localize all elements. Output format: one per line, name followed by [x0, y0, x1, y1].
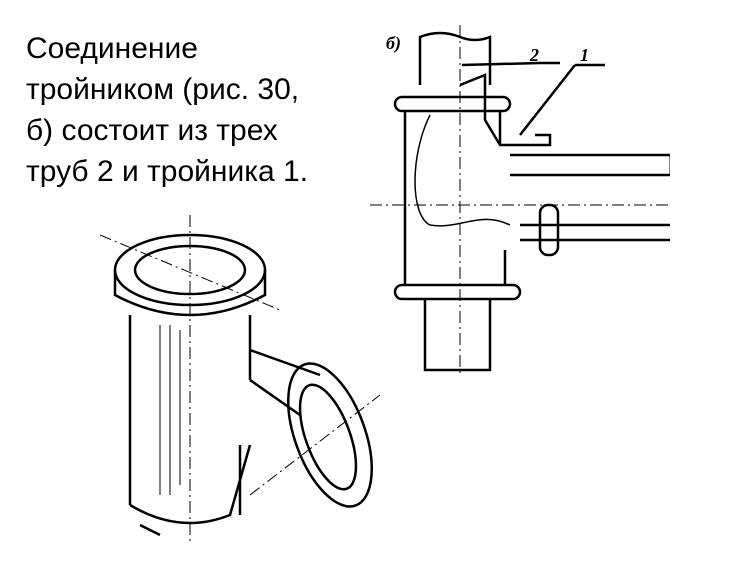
text-line: б) состоит из трех — [26, 114, 278, 147]
tee-isometric-drawing — [100, 215, 381, 545]
text-line: тройником (рис. 30, — [26, 73, 300, 106]
figure-label: б) — [386, 33, 401, 54]
text-line: труб 2 и тройника 1. — [26, 155, 309, 188]
text-line: Соединение — [26, 32, 198, 65]
tee-section-drawing: б) 2 1 — [370, 25, 670, 375]
callout-1: 1 — [580, 45, 589, 65]
callout-2: 2 — [529, 45, 539, 65]
slide-text: Соединение тройником (рис. 30, б) состои… — [26, 28, 356, 192]
